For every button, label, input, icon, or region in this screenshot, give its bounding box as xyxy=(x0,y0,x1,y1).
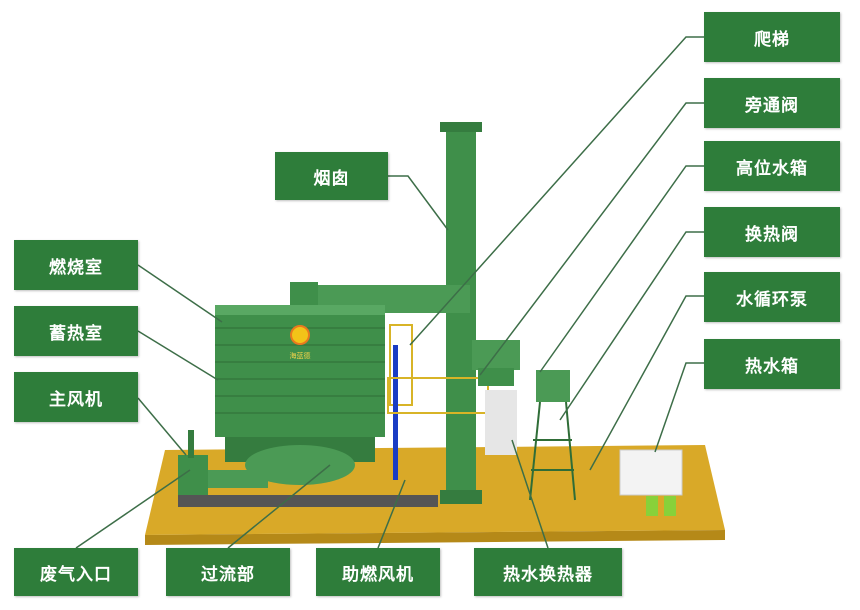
overflow-dome xyxy=(245,445,355,485)
label-hot-water-tank: 热水箱 xyxy=(704,339,840,389)
inlet-pipe xyxy=(208,470,268,488)
label-high-water-tank: 高位水箱 xyxy=(704,141,840,191)
skid-frame xyxy=(178,495,438,507)
green-bottle-1 xyxy=(646,496,658,516)
chamber-top xyxy=(215,305,385,315)
label-overflow: 过流部 xyxy=(166,548,290,596)
label-ladder: 爬梯 xyxy=(704,12,840,62)
label-main-fan: 主风机 xyxy=(14,372,138,422)
label-regenerator: 蓄热室 xyxy=(14,306,138,356)
label-water-pump: 水循环泵 xyxy=(704,272,840,322)
tank-tower-legs xyxy=(529,401,576,501)
heat-exchanger-body xyxy=(485,390,517,455)
ladder-frame xyxy=(389,324,413,406)
label-heat-exchange-valve: 换热阀 xyxy=(704,207,840,257)
label-chimney: 烟囱 xyxy=(275,152,388,200)
label-aux-fan: 助燃风机 xyxy=(316,548,440,596)
chimney-base xyxy=(440,490,482,504)
label-inlet: 废气入口 xyxy=(14,548,138,596)
chimney-stack xyxy=(446,128,476,503)
bypass-pipe xyxy=(478,368,514,386)
leader-lines xyxy=(75,36,704,549)
logo-text: 海蓝德 xyxy=(290,351,311,360)
label-bypass-valve: 旁通阀 xyxy=(704,78,840,128)
high-water-tank xyxy=(536,370,570,402)
base-platform-edge xyxy=(145,530,725,545)
label-heat-exchanger: 热水换热器 xyxy=(474,548,622,596)
chimney-cap xyxy=(440,122,482,132)
logo-sun xyxy=(290,325,310,345)
fan-stand xyxy=(188,430,194,458)
label-combustion-chamber: 燃烧室 xyxy=(14,240,138,290)
green-bottle-2 xyxy=(664,496,676,516)
hot-water-tank-body xyxy=(619,449,683,496)
